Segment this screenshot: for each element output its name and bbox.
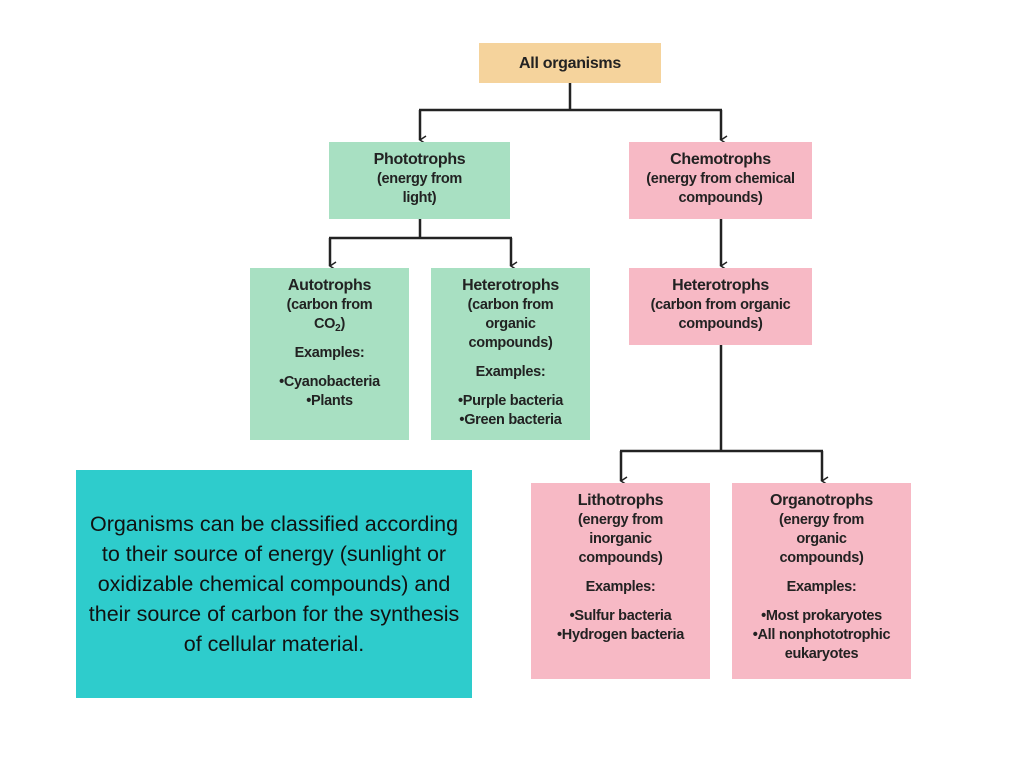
node-desc-line: compounds) [678,190,763,206]
node-desc-line: (energy from [778,512,865,528]
node-desc-line: inorganic [589,531,652,547]
node-chemo-heterotrophs: Heterotrophs (carbon from organic compou… [629,268,812,345]
node-lithotrophs: Lithotrophs (energy from inorganic compo… [531,483,710,679]
node-title: Heterotrophs [462,277,559,294]
examples-label: Examples: [585,579,656,595]
node-title: Chemotrophs [670,151,771,168]
example-item: •Cyanobacteria [279,374,380,390]
node-title: Organotrophs [769,492,874,509]
example-item: •Green bacteria [459,412,562,428]
node-desc-line: compounds) [678,316,763,332]
node-title: Lithotrophs [577,492,664,509]
example-item: •All nonphototrophic [752,627,891,643]
caption-box: Organisms can be classified according to… [76,470,472,698]
examples-label: Examples: [786,579,857,595]
node-phototrophs: Phototrophs (energy from light) [329,142,510,219]
node-all-organisms: All organisms [479,43,661,83]
node-desc-line: (carbon from [467,297,554,313]
node-desc-line: organic [485,316,536,332]
co2-base: CO [314,316,336,332]
node-desc-line: (energy from chemical [646,171,795,187]
node-title: All organisms [519,54,621,72]
node-desc-line: (energy from [577,512,664,528]
caption-text: Organisms can be classified according to… [88,512,460,656]
examples-label: Examples: [294,345,365,361]
node-desc-line: compounds) [779,550,864,566]
node-chemotrophs: Chemotrophs (energy from chemical compou… [629,142,812,219]
node-title: Autotrophs [287,277,372,294]
node-title: Heterotrophs [672,277,769,294]
example-item: •Plants [306,393,353,409]
node-organotrophs: Organotrophs (energy from organic compou… [732,483,911,679]
node-photo-heterotrophs: Heterotrophs (carbon from organic compou… [431,268,590,440]
example-item: •Most prokaryotes [761,608,882,624]
node-desc-line: organic [796,531,847,547]
co2-subscript: 2 [335,323,341,334]
co2-close: ) [340,316,345,332]
node-title: Phototrophs [373,151,466,168]
example-item: •Hydrogen bacteria [557,627,684,643]
example-item: •Sulfur bacteria [569,608,672,624]
node-desc-line: compounds) [468,335,553,351]
node-autotrophs: Autotrophs (carbon from CO2) Examples: •… [250,268,409,440]
example-item: eukaryotes [784,646,859,662]
node-desc-line-co2: CO2) [314,315,345,334]
node-desc-line: (carbon from organic [650,297,791,313]
node-desc-line: (energy from [376,171,463,187]
node-desc-line: (carbon from [286,297,373,313]
example-item: •Purple bacteria [457,393,564,409]
examples-label: Examples: [475,364,546,380]
node-desc-line: light) [402,190,437,206]
node-desc-line: compounds) [578,550,663,566]
